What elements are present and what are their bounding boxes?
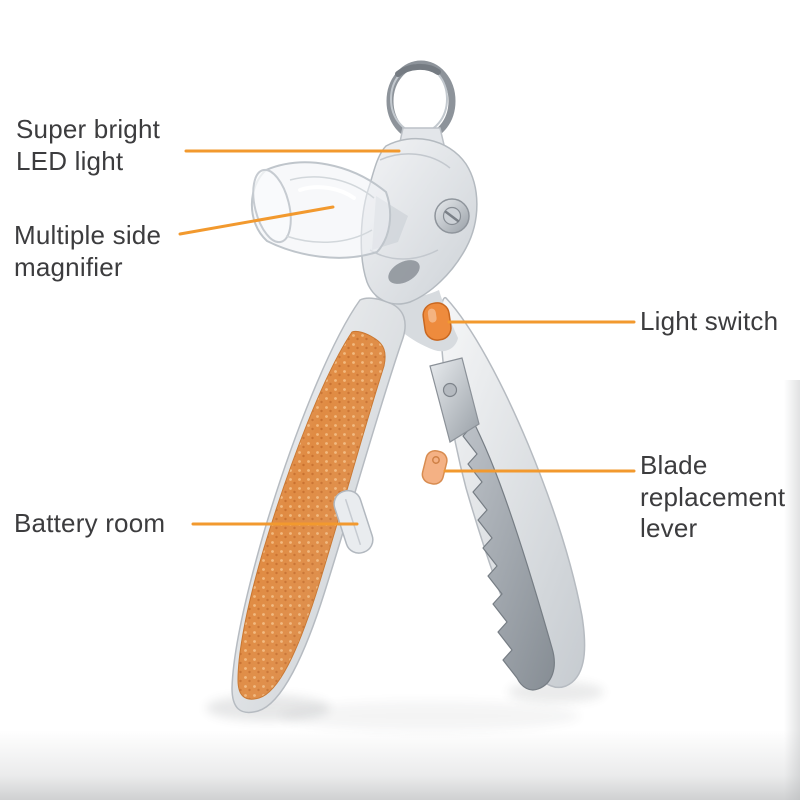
- callout-label-battery-room: Battery room: [14, 508, 166, 538]
- callout-label-light-switch: Light switch: [640, 306, 779, 336]
- grip-pad: [237, 330, 386, 700]
- callout-label-magnifier: Multiple side magnifier: [14, 220, 162, 282]
- callout-label-blade-lever: Blade replacement lever: [640, 450, 786, 544]
- callout-line-magnifier: [178, 205, 335, 236]
- key-ring: [386, 60, 456, 142]
- callout-label-led-light: Super bright LED light: [16, 114, 161, 176]
- light-switch-button: [422, 302, 452, 341]
- battery-compartment: [333, 489, 374, 554]
- metal-linkage: [429, 357, 480, 443]
- pivot-screw: [434, 198, 470, 234]
- cutting-hole: [388, 260, 420, 284]
- blade-replacement-lever: [421, 450, 448, 485]
- clipper-head-led-housing: [360, 138, 478, 305]
